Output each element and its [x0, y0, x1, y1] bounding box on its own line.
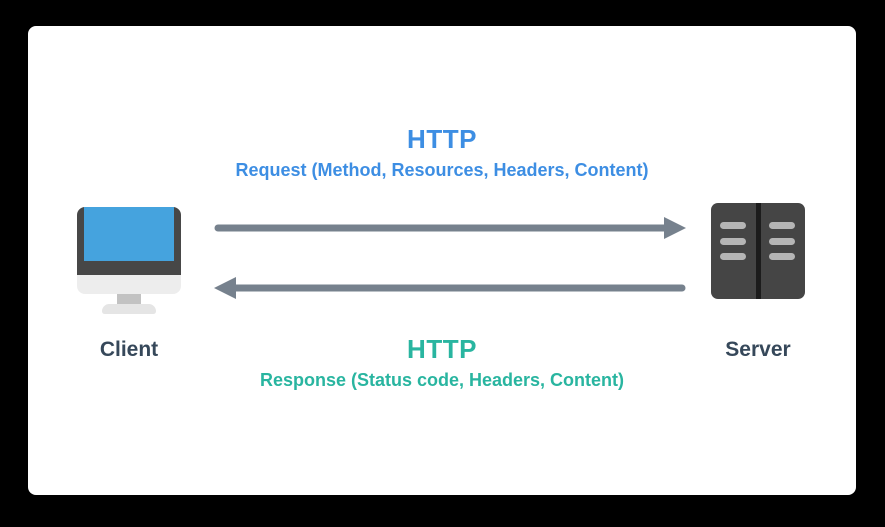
- http-response-text-block: HTTP Response (Status code, Headers, Con…: [28, 336, 856, 389]
- request-arrow-right-icon: [214, 217, 686, 239]
- monitor-chin: [77, 275, 181, 294]
- response-protocol-title: HTTP: [407, 334, 477, 364]
- monitor-frame: [77, 207, 181, 275]
- server-slot: [720, 238, 746, 245]
- request-protocol-title: HTTP: [407, 124, 477, 154]
- server-label: Server: [725, 338, 791, 361]
- client-label: Client: [99, 338, 159, 361]
- request-detail-text: Request (Method, Resources, Headers, Con…: [235, 160, 649, 180]
- server-icon: [711, 203, 805, 299]
- diagram-card: HTTP Request (Method, Resources, Headers…: [28, 26, 856, 495]
- http-request-text-block: HTTP Request (Method, Resources, Headers…: [28, 126, 856, 179]
- server-slot: [769, 253, 795, 260]
- monitor-screen: [84, 207, 174, 261]
- server-slot: [720, 253, 746, 260]
- request-response-arrows: [214, 217, 686, 299]
- response-arrow-left-icon: [214, 277, 686, 299]
- server-tower-divider: [755, 203, 761, 299]
- server-slot: [769, 222, 795, 229]
- monitor-stand-neck: [117, 294, 141, 305]
- monitor-stand-base: [102, 304, 156, 314]
- server-slot: [769, 238, 795, 245]
- client-monitor-icon: [77, 200, 181, 314]
- response-detail-text: Response (Status code, Headers, Content): [259, 370, 625, 390]
- server-slot: [720, 222, 746, 229]
